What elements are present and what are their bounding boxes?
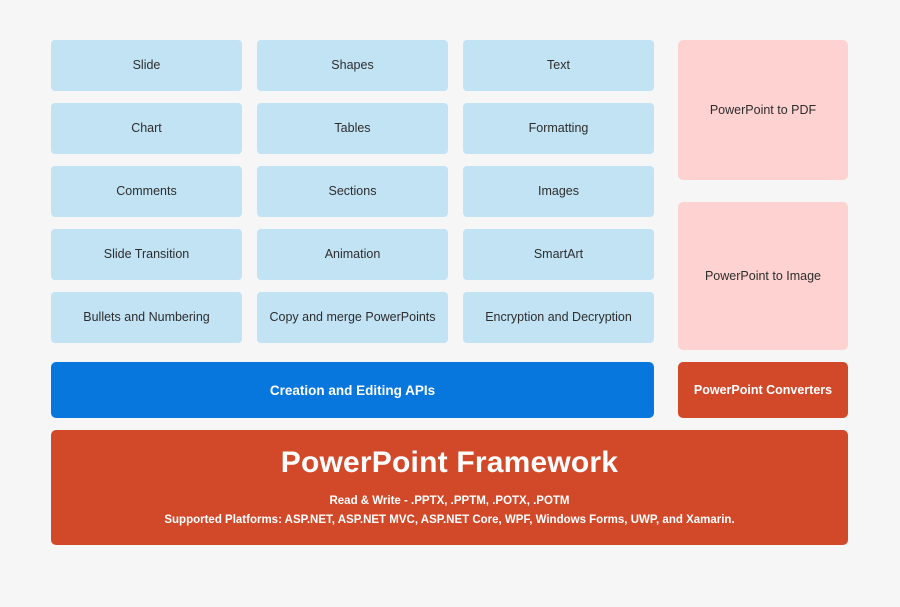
feature-card-label: Bullets and Numbering xyxy=(83,309,210,324)
feature-card-label: Animation xyxy=(324,246,381,261)
converter-card-label: PowerPoint to Image xyxy=(704,268,822,283)
feature-card-formatting[interactable]: Formatting xyxy=(463,103,654,154)
feature-card-animation[interactable]: Animation xyxy=(257,229,448,280)
powerpoint-converters-bar[interactable]: PowerPoint Converters xyxy=(678,362,848,418)
feature-grid: Slide Shapes Text Chart Tables Formattin… xyxy=(51,40,654,343)
framework-platforms-line: Supported Platforms: ASP.NET, ASP.NET MV… xyxy=(164,513,735,526)
feature-card-label: Images xyxy=(538,183,579,198)
feature-card-label: Comments xyxy=(116,183,177,198)
feature-card-label: Copy and merge PowerPoints xyxy=(269,309,436,324)
converter-card-label: PowerPoint to PDF xyxy=(709,102,817,117)
feature-card-smartart[interactable]: SmartArt xyxy=(463,229,654,280)
feature-card-encryption-and-decryption[interactable]: Encryption and Decryption xyxy=(463,292,654,343)
feature-card-bullets-and-numbering[interactable]: Bullets and Numbering xyxy=(51,292,242,343)
feature-card-copy-and-merge[interactable]: Copy and merge PowerPoints xyxy=(257,292,448,343)
feature-card-label: SmartArt xyxy=(533,246,584,261)
converters-bar-label: PowerPoint Converters xyxy=(693,383,833,397)
feature-card-tables[interactable]: Tables xyxy=(257,103,448,154)
converter-card-powerpoint-to-pdf[interactable]: PowerPoint to PDF xyxy=(678,40,848,180)
feature-card-label: Slide Transition xyxy=(103,246,190,261)
feature-card-comments[interactable]: Comments xyxy=(51,166,242,217)
framework-title: PowerPoint Framework xyxy=(280,445,619,479)
feature-card-slide-transition[interactable]: Slide Transition xyxy=(51,229,242,280)
feature-card-chart[interactable]: Chart xyxy=(51,103,242,154)
creation-and-editing-apis-bar[interactable]: Creation and Editing APIs xyxy=(51,362,654,418)
powerpoint-framework-panel: PowerPoint Framework Read & Write - .PPT… xyxy=(51,430,848,545)
feature-card-slide[interactable]: Slide xyxy=(51,40,242,91)
framework-formats-line: Read & Write - .PPTX, .PPTM, .POTX, .POT… xyxy=(329,494,570,507)
feature-card-label: Text xyxy=(547,57,570,72)
feature-card-images[interactable]: Images xyxy=(463,166,654,217)
feature-card-label: Encryption and Decryption xyxy=(485,309,632,324)
apis-bar-label: Creation and Editing APIs xyxy=(269,382,436,398)
feature-card-label: Shapes xyxy=(331,57,374,72)
feature-card-sections[interactable]: Sections xyxy=(257,166,448,217)
feature-card-label: Slide xyxy=(132,57,161,72)
feature-card-label: Tables xyxy=(334,120,371,135)
feature-card-label: Chart xyxy=(131,120,162,135)
converter-card-powerpoint-to-image[interactable]: PowerPoint to Image xyxy=(678,202,848,350)
feature-card-label: Sections xyxy=(328,183,377,198)
converter-column: PowerPoint to PDF PowerPoint to Image xyxy=(678,40,848,350)
feature-card-text[interactable]: Text xyxy=(463,40,654,91)
feature-card-label: Formatting xyxy=(528,120,589,135)
feature-card-shapes[interactable]: Shapes xyxy=(257,40,448,91)
